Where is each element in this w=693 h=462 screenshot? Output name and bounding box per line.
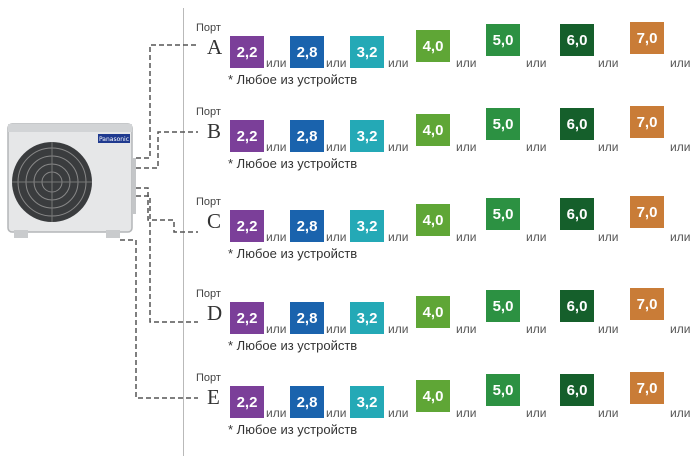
unit-brand: Panasonic bbox=[99, 136, 129, 143]
note-text: * Любое из устройств bbox=[228, 422, 358, 437]
or-label: или bbox=[456, 140, 477, 154]
capacity-box: 2,2 bbox=[230, 120, 264, 152]
or-label: или bbox=[266, 56, 287, 70]
or-label: или bbox=[526, 406, 547, 420]
port-label: Порт bbox=[196, 196, 221, 208]
capacity-box: 2,2 bbox=[230, 302, 264, 334]
connection-line-d bbox=[128, 195, 198, 323]
capacity-box: 3,2 bbox=[350, 210, 384, 242]
capacity-box: 5,0 bbox=[486, 198, 520, 230]
port-letter: B bbox=[207, 119, 222, 143]
port-letter: C bbox=[207, 209, 222, 233]
or-label: или bbox=[266, 230, 287, 244]
capacity-box: 4,0 bbox=[416, 30, 450, 62]
capacity-box: 7,0 bbox=[630, 106, 664, 138]
outdoor-unit: Panasonic bbox=[7, 123, 136, 238]
or-label: или bbox=[326, 230, 347, 244]
capacity-box: 5,0 bbox=[486, 374, 520, 406]
port-letter: D bbox=[207, 301, 223, 325]
capacity-box: 3,2 bbox=[350, 386, 384, 418]
connection-line-e bbox=[120, 239, 198, 399]
or-label: или bbox=[266, 406, 287, 420]
capacity-box: 4,0 bbox=[416, 114, 450, 146]
or-label: или bbox=[388, 140, 409, 154]
or-label: или bbox=[670, 56, 691, 70]
port-letter: E bbox=[207, 385, 220, 409]
or-label: или bbox=[326, 322, 347, 336]
note-text: * Любое из устройств bbox=[228, 156, 358, 171]
or-label: или bbox=[456, 230, 477, 244]
capacity-box: 4,0 bbox=[416, 380, 450, 412]
capacity-box: 2,8 bbox=[290, 210, 324, 242]
or-label: или bbox=[326, 56, 347, 70]
or-label: или bbox=[526, 56, 547, 70]
or-label: или bbox=[598, 322, 619, 336]
or-label: или bbox=[670, 406, 691, 420]
capacity-box: 6,0 bbox=[560, 374, 594, 406]
port-label: Порт bbox=[196, 372, 221, 384]
port-label: Порт bbox=[196, 106, 221, 118]
or-label: или bbox=[326, 406, 347, 420]
capacity-box: 2,2 bbox=[230, 210, 264, 242]
note-text: * Любое из устройств bbox=[228, 338, 358, 353]
capacity-box: 5,0 bbox=[486, 24, 520, 56]
capacity-box: 6,0 bbox=[560, 198, 594, 230]
capacity-box: 2,8 bbox=[290, 120, 324, 152]
or-label: или bbox=[326, 140, 347, 154]
capacity-box: 2,8 bbox=[290, 36, 324, 68]
capacity-box: 7,0 bbox=[630, 372, 664, 404]
or-label: или bbox=[388, 322, 409, 336]
port-letter: A bbox=[207, 35, 223, 59]
or-label: или bbox=[598, 140, 619, 154]
or-label: или bbox=[456, 406, 477, 420]
capacity-box: 7,0 bbox=[630, 22, 664, 54]
connection-line-a bbox=[136, 44, 198, 159]
capacity-box: 3,2 bbox=[350, 302, 384, 334]
or-label: или bbox=[598, 56, 619, 70]
capacity-box: 5,0 bbox=[486, 108, 520, 140]
capacity-box: 7,0 bbox=[630, 196, 664, 228]
capacity-box: 3,2 bbox=[350, 36, 384, 68]
connection-line-b bbox=[136, 131, 198, 169]
capacity-box: 4,0 bbox=[416, 204, 450, 236]
or-label: или bbox=[598, 230, 619, 244]
or-label: или bbox=[388, 230, 409, 244]
capacity-box: 2,8 bbox=[290, 302, 324, 334]
note-text: * Любое из устройств bbox=[228, 72, 358, 87]
capacity-box: 6,0 bbox=[560, 108, 594, 140]
capacity-box: 7,0 bbox=[630, 288, 664, 320]
or-label: или bbox=[670, 322, 691, 336]
connection-line-c bbox=[136, 187, 198, 233]
or-label: или bbox=[670, 230, 691, 244]
or-label: или bbox=[526, 322, 547, 336]
or-label: или bbox=[266, 140, 287, 154]
capacity-box: 6,0 bbox=[560, 290, 594, 322]
or-label: или bbox=[456, 56, 477, 70]
capacity-box: 2,2 bbox=[230, 36, 264, 68]
capacity-box: 2,8 bbox=[290, 386, 324, 418]
or-label: или bbox=[526, 140, 547, 154]
or-label: или bbox=[670, 140, 691, 154]
or-label: или bbox=[456, 322, 477, 336]
capacity-box: 3,2 bbox=[350, 120, 384, 152]
capacity-box: 5,0 bbox=[486, 290, 520, 322]
or-label: или bbox=[266, 322, 287, 336]
note-text: * Любое из устройств bbox=[228, 246, 358, 261]
capacity-box: 2,2 bbox=[230, 386, 264, 418]
port-label: Порт bbox=[196, 288, 221, 300]
or-label: или bbox=[388, 56, 409, 70]
or-label: или bbox=[526, 230, 547, 244]
or-label: или bbox=[388, 406, 409, 420]
or-label: или bbox=[598, 406, 619, 420]
capacity-box: 6,0 bbox=[560, 24, 594, 56]
capacity-box: 4,0 bbox=[416, 296, 450, 328]
port-label: Порт bbox=[196, 22, 221, 34]
